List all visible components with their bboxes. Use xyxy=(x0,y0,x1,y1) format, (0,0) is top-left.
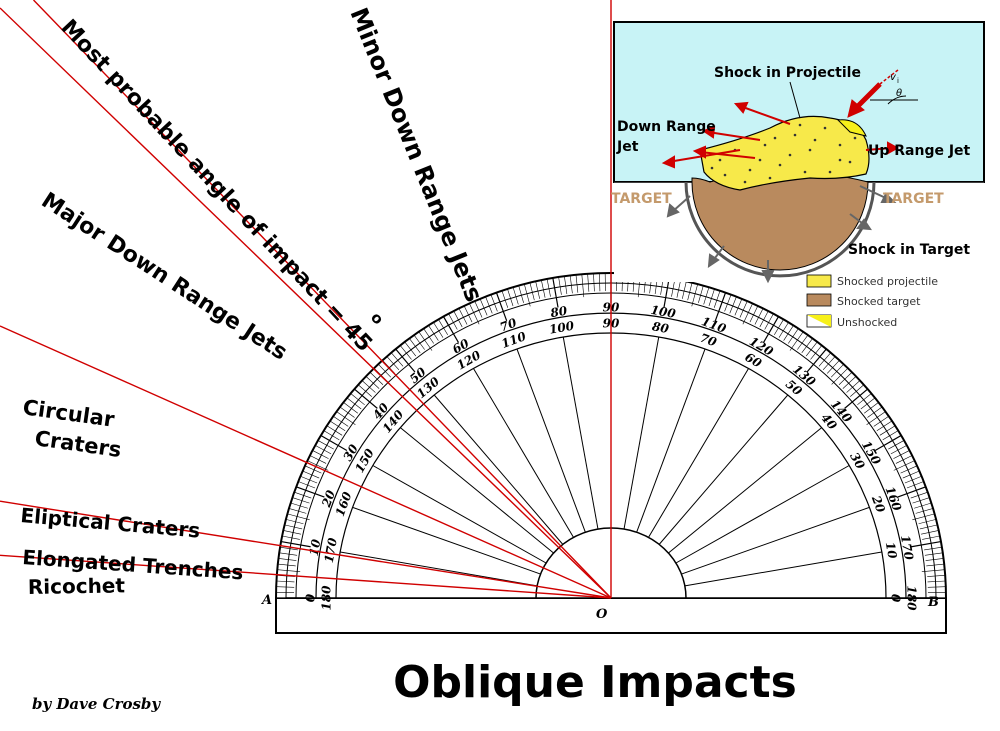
protractor-inner-number: 180 xyxy=(320,585,334,611)
inset-legend: Shocked projectile Shocked target Unshoc… xyxy=(807,275,938,329)
protractor-inner-number: 10 xyxy=(883,541,900,561)
label-degree-symbol: o xyxy=(367,308,387,328)
speckle xyxy=(749,169,752,172)
label-jet: Jet xyxy=(616,139,639,155)
protractor-letter-b: B xyxy=(927,595,939,610)
label-target-right: TARGET xyxy=(883,191,944,207)
protractor-inner-number: 0 xyxy=(889,594,903,603)
speckle xyxy=(814,139,817,142)
legend-label-unshocked: Unshocked xyxy=(837,316,897,329)
protractor-outer-number: 10 xyxy=(307,537,324,557)
speckle xyxy=(769,177,772,180)
protractor-letter-o: O xyxy=(596,607,608,622)
speckle xyxy=(774,137,777,140)
speckle xyxy=(794,134,797,137)
speckle xyxy=(759,159,762,162)
label-craters: Craters xyxy=(33,426,123,462)
speckle xyxy=(809,149,812,152)
speckle xyxy=(799,124,802,127)
label-shock-in-projectile: Shock in Projectile xyxy=(714,65,861,81)
protractor-letter-a: A xyxy=(260,593,272,608)
protractor-inner-number: 80 xyxy=(651,319,671,336)
label-theta: θ xyxy=(896,88,902,99)
label-shock-in-target: Shock in Target xyxy=(848,242,970,258)
protractor-outer-number: 80 xyxy=(549,303,569,320)
protractor-base xyxy=(276,598,946,633)
protractor-outer-number: 180 xyxy=(905,585,919,611)
speckle xyxy=(744,181,747,184)
speckle xyxy=(829,171,832,174)
label-down-range: Down Range xyxy=(617,119,716,135)
protractor-outer-number: 0 xyxy=(304,593,318,602)
legend-swatch-shocked-target xyxy=(807,294,831,306)
label-up-range-jet: Up Range Jet xyxy=(868,143,971,159)
speckle xyxy=(719,159,722,162)
label-target-left: TARGET xyxy=(611,191,672,207)
legend-swatch-shocked-projectile xyxy=(807,275,831,287)
label-circular: Circular xyxy=(21,395,116,432)
label-ricochet: Ricochet xyxy=(28,573,126,599)
speckle xyxy=(764,144,767,147)
speckle xyxy=(824,127,827,130)
speckle xyxy=(804,171,807,174)
legend-label-shocked-target: Shocked target xyxy=(837,295,921,308)
speckle xyxy=(724,174,727,177)
speckle xyxy=(849,161,852,164)
page-title: Oblique Impacts xyxy=(393,657,797,708)
label-velocity-sub: i xyxy=(897,77,899,85)
legend-label-shocked-projectile: Shocked projectile xyxy=(837,275,938,288)
speckle xyxy=(854,137,857,140)
speckle xyxy=(839,144,842,147)
speckle xyxy=(789,154,792,157)
label-eliptical-craters: Eliptical Craters xyxy=(20,503,202,543)
author-credit: by Dave Crosby xyxy=(32,695,161,713)
speckle xyxy=(839,159,842,162)
speckle xyxy=(711,167,714,170)
speckle xyxy=(779,164,782,167)
label-minor-down-range-jets: Minor Down Range Jets xyxy=(344,4,488,306)
